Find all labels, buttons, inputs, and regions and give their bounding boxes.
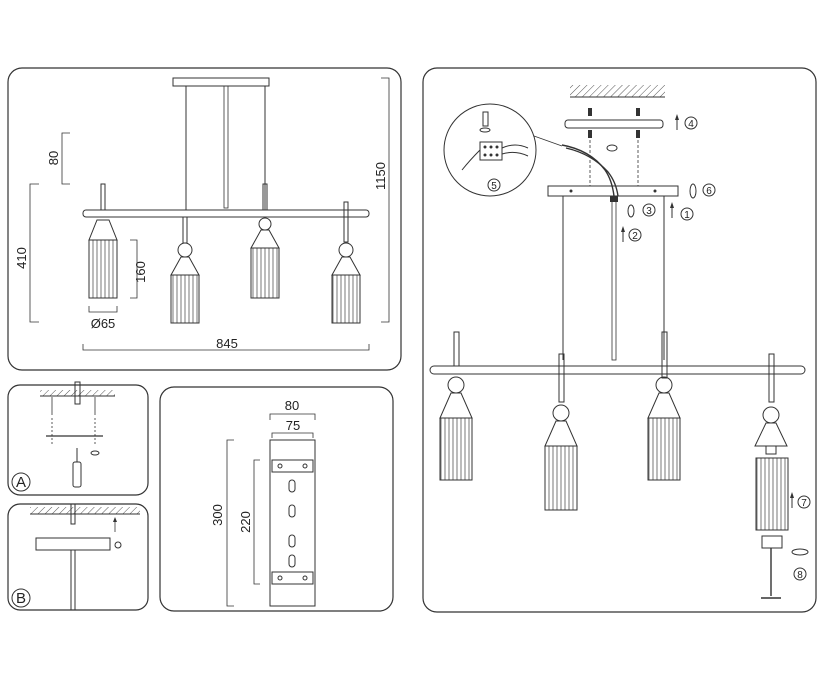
dim-bar-length: 845 (216, 336, 238, 351)
dim-bracket-slot: 220 (238, 511, 253, 533)
step-3: 3 (646, 206, 652, 217)
detail-label-a: A (16, 474, 26, 491)
dim-canopy-gap: 80 (46, 151, 61, 165)
lamp-shade-4 (331, 201, 361, 324)
lamp-shade-2 (170, 216, 200, 324)
panel-bracket: 80 75 300 220 (159, 386, 394, 612)
dim-bracket-length: 80 (285, 398, 299, 413)
dim-shade-diameter: Ø65 (91, 316, 116, 331)
install-shade-2 (544, 353, 578, 511)
step-markers: 1 2 3 4 5 6 7 8 (487, 116, 811, 581)
panel-dimensions: 80 410 160 Ø65 845 1150 (7, 67, 402, 371)
dim-bracket-inner: 75 (286, 418, 300, 433)
step-5: 5 (491, 181, 497, 192)
lamp-shade-1 (88, 183, 118, 299)
dim-overall-height: 1150 (373, 162, 388, 190)
panel-detail-b: B (7, 503, 149, 611)
dim-shade-height: 160 (133, 261, 148, 283)
lamp-shade-3 (250, 183, 280, 299)
panel-detail-a: A (7, 381, 149, 496)
dim-bar-to-bottom: 410 (14, 247, 29, 269)
step-4: 4 (688, 119, 694, 130)
step-1: 1 (684, 210, 690, 221)
install-shade-1 (439, 331, 473, 481)
detail-label-b: B (16, 590, 26, 607)
install-shade-3 (647, 331, 681, 481)
step-6: 6 (706, 186, 712, 197)
install-shade-4 (754, 353, 809, 599)
panel-installation: 1 2 3 4 5 6 7 8 (422, 67, 817, 613)
step-2: 2 (632, 231, 638, 242)
step-8: 8 (797, 570, 803, 581)
step-7: 7 (801, 498, 807, 509)
wiring-detail-inset (443, 103, 563, 197)
dim-bracket-height: 300 (210, 504, 225, 526)
